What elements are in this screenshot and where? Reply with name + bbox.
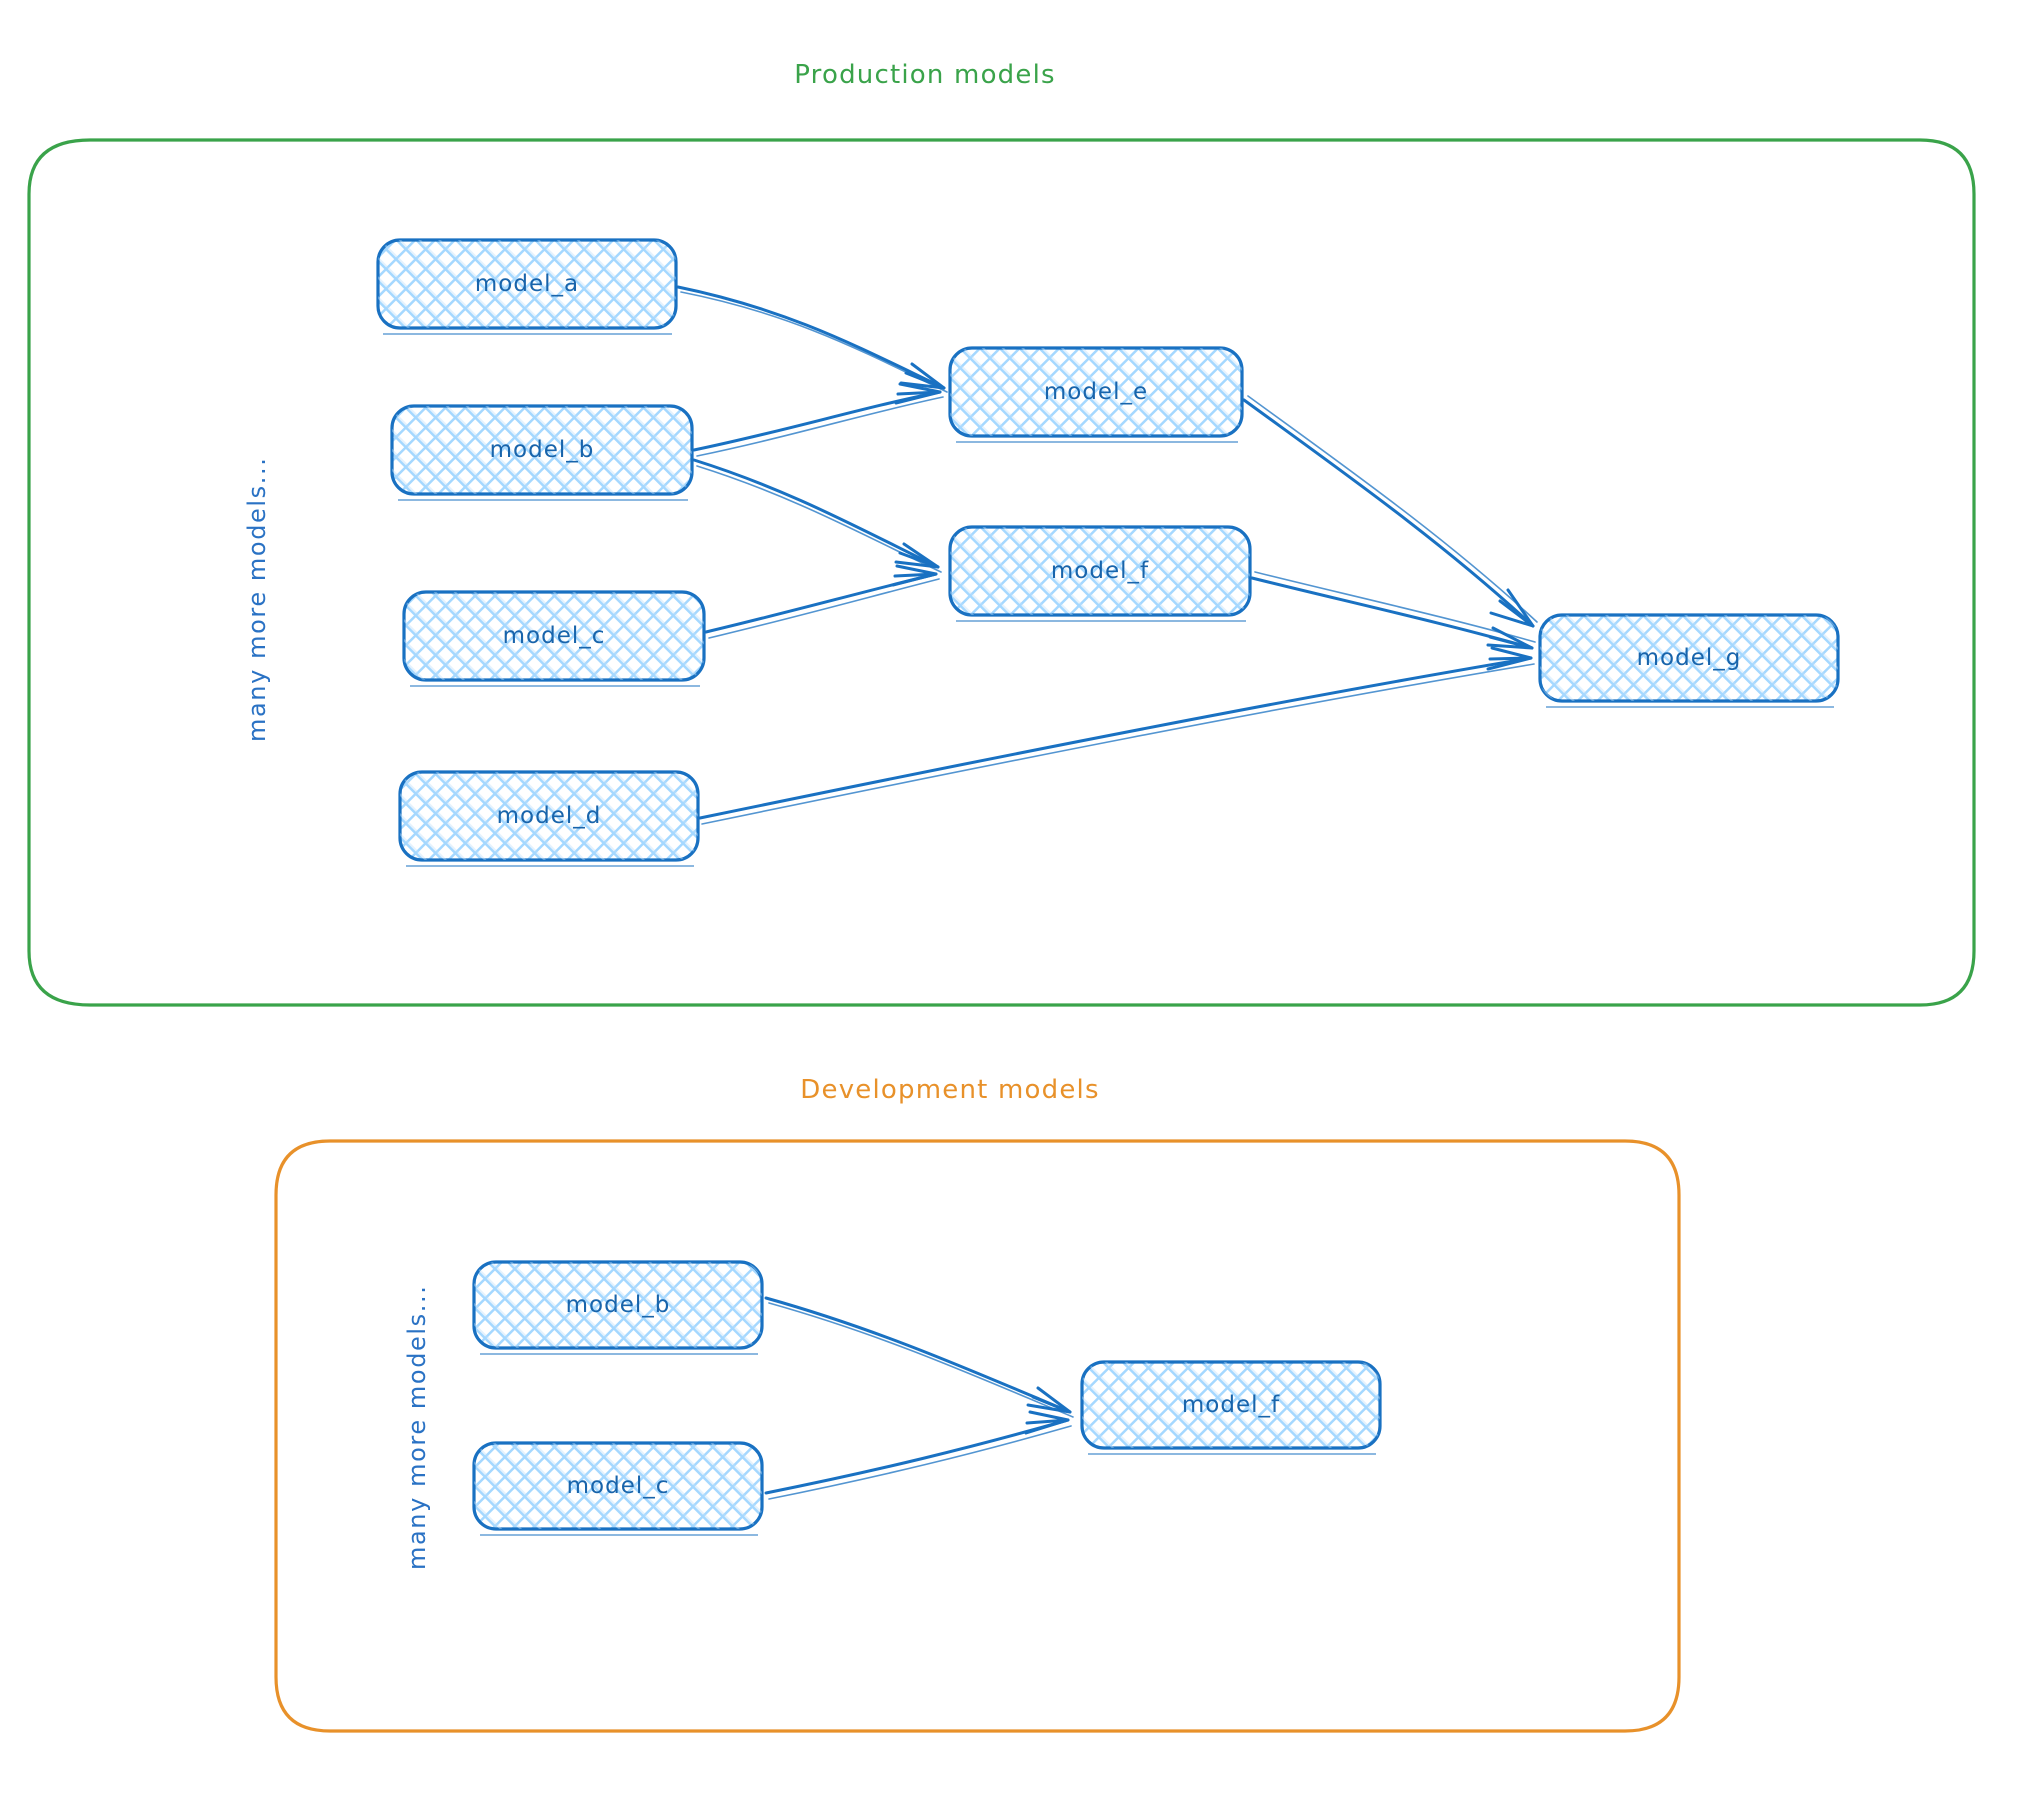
edge-dev-model-c-to-dev-model-f bbox=[764, 1410, 1072, 1500]
node-dev-model-f[interactable] bbox=[1080, 1360, 1382, 1455]
node-model-b[interactable] bbox=[390, 404, 694, 501]
development-group-title: Development models bbox=[800, 1075, 1100, 1105]
node-dev-model-c[interactable] bbox=[472, 1441, 764, 1536]
production-group-frame bbox=[27, 138, 1976, 1007]
edge-model-e-to-model-g bbox=[1242, 395, 1538, 628]
node-dev-model-b[interactable] bbox=[472, 1260, 764, 1355]
development-nodes bbox=[472, 1260, 1382, 1536]
development-side-label: many more models... bbox=[403, 1284, 431, 1570]
development-edges bbox=[764, 1296, 1074, 1500]
edge-model-a-to-model-e bbox=[676, 285, 948, 393]
production-nodes bbox=[376, 238, 1840, 867]
edge-model-c-to-model-f bbox=[704, 564, 940, 639]
node-model-e[interactable] bbox=[948, 346, 1244, 443]
node-model-g[interactable] bbox=[1538, 613, 1840, 708]
production-edges bbox=[676, 285, 1538, 825]
edge-model-d-to-model-g bbox=[698, 646, 1535, 825]
edge-model-f-to-model-g bbox=[1250, 571, 1536, 650]
development-group-frame bbox=[274, 1139, 1681, 1733]
edge-model-b-to-model-f bbox=[692, 458, 942, 573]
node-model-a[interactable] bbox=[376, 238, 678, 335]
node-model-d[interactable] bbox=[398, 770, 700, 867]
edge-model-b-to-model-e bbox=[692, 382, 944, 457]
production-side-label: many more models... bbox=[243, 456, 271, 742]
production-group-title: Production models bbox=[794, 60, 1056, 90]
edge-dev-model-b-to-dev-model-f bbox=[764, 1296, 1074, 1418]
node-model-c[interactable] bbox=[402, 590, 706, 687]
node-model-f[interactable] bbox=[948, 525, 1252, 622]
